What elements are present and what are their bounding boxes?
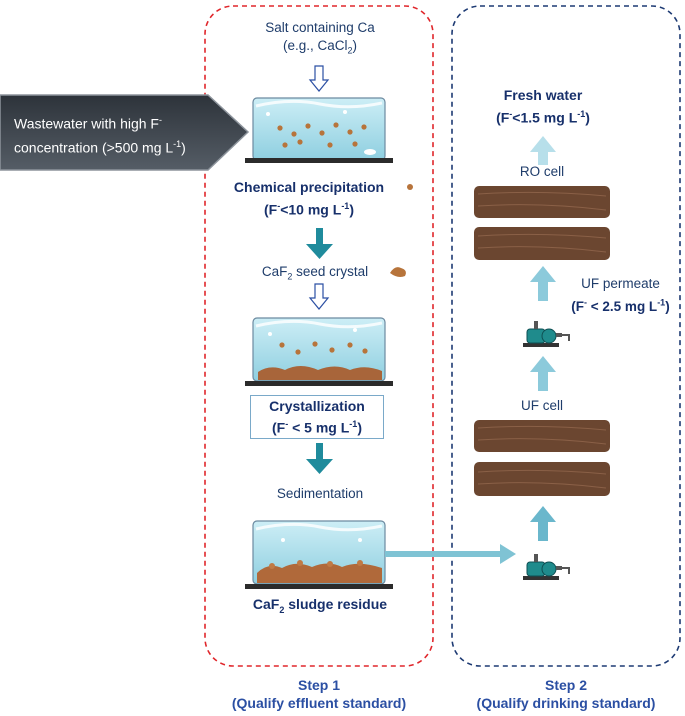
ro-membrane — [474, 186, 610, 260]
up-arrow-1 — [530, 506, 556, 541]
sedimentation-label: Sedimentation — [276, 486, 364, 501]
hollow-arrow-salt — [308, 65, 330, 92]
up-arrow-3 — [530, 266, 556, 301]
seed-crystal-icon — [390, 267, 406, 277]
pump-icon-bottom — [523, 554, 570, 580]
wastewater-label: Wastewater with high F- concentration (>… — [14, 115, 186, 156]
uf-cell-label: UF cell — [520, 398, 563, 413]
tank-sedimentation — [245, 520, 393, 589]
tank-crystallization — [245, 317, 393, 386]
step1-boundary — [204, 5, 434, 667]
crystallization-label: Crystallization (F- < 5 mg L-1) — [250, 395, 384, 439]
tank-chemical-precipitation — [245, 97, 393, 163]
step2-boundary — [451, 5, 681, 667]
sludge-residue-label: CaF2 sludge residue — [252, 596, 388, 615]
seed-crystal-label: CaF2 seed crystal — [261, 264, 369, 282]
step2-title: Step 2 (Qualify drinking standard) — [476, 677, 656, 711]
uf-permeate-label: UF permeate (F- < 2.5 mg L-1) — [571, 276, 670, 314]
down-arrow-2 — [306, 443, 333, 474]
down-arrow-1 — [306, 228, 333, 259]
up-arrow-2 — [530, 356, 556, 391]
transfer-arrow — [385, 544, 516, 564]
uf-membrane — [474, 420, 610, 496]
uf-permeate-limit: (F- < 2.5 mg L-1) — [571, 297, 670, 314]
up-arrow-4 — [530, 136, 556, 165]
ro-cell-label: RO cell — [519, 164, 565, 179]
fresh-water-label: Fresh water (F-<1.5 mg L-1) — [496, 87, 590, 126]
wastewater-arrow — [0, 94, 250, 171]
step1-title: Step 1 (Qualify effluent standard) — [231, 677, 407, 711]
chemical-precipitation-label: Chemical precipitation (F-<10 mg L-1) — [233, 179, 385, 218]
salt-label: Salt containing Ca (e.g., CaCl2) — [265, 20, 375, 56]
precipitate-dot-icon — [407, 184, 413, 190]
hollow-arrow-seed — [308, 283, 330, 310]
pump-icon-top — [523, 321, 570, 347]
